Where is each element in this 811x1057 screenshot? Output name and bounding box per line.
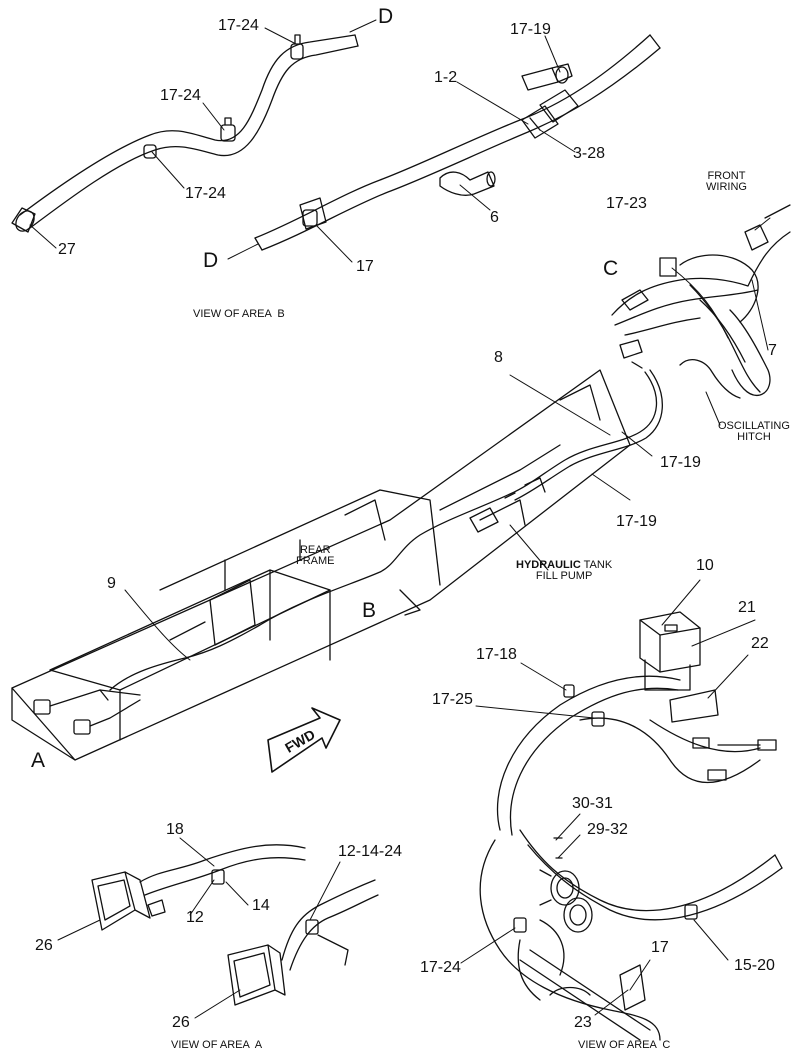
middle-leaders	[124, 217, 771, 661]
callout-30-31: 30-31	[572, 795, 613, 812]
area-b-fitting-1-2	[521, 89, 579, 139]
callout-23: 23	[574, 1014, 592, 1031]
view-area-a-label: VIEW OF AREA A	[171, 1039, 263, 1051]
area-b-clip-low	[143, 144, 157, 159]
callout-21: 21	[738, 599, 756, 616]
area-c-bracket-22	[669, 689, 777, 781]
fwd-arrow	[267, 707, 341, 773]
rear-frame	[11, 369, 631, 761]
front-wiring-label: FRONT WIRING	[706, 170, 747, 193]
callout-17-18: 17-18	[476, 646, 517, 663]
harness-8	[109, 369, 663, 691]
area-c-harness	[479, 675, 783, 1041]
marker-b: B	[362, 599, 377, 622]
callout-17-24-c: 17-24	[420, 959, 461, 976]
callout-12: 12	[186, 909, 204, 926]
callout-17-19-low: 17-19	[616, 513, 657, 530]
callout-9: 9	[107, 575, 116, 592]
callout-14: 14	[252, 897, 270, 914]
callout-22: 22	[751, 635, 769, 652]
callout-17-24-top: 17-24	[218, 17, 259, 34]
callout-17-24-mid: 17-24	[160, 87, 201, 104]
area-b-elbow-6	[439, 171, 496, 196]
callout-27: 27	[58, 241, 76, 258]
callout-1-2: 1-2	[434, 69, 458, 86]
callout-18: 18	[166, 821, 184, 838]
oscillating-hitch	[679, 254, 771, 399]
area-b-clip-mid	[220, 117, 236, 142]
marker-d-top: D	[378, 5, 394, 28]
callout-17-c: 17	[651, 939, 669, 956]
hydraulic-tank-fill-pump	[469, 477, 546, 533]
callout-6: 6	[490, 209, 499, 226]
area-b-hose-right	[254, 34, 661, 251]
view-area-c-label: VIEW OF AREA C	[578, 1039, 671, 1051]
callout-17-25: 17-25	[432, 691, 473, 708]
callout-17-19-top: 17-19	[510, 21, 551, 38]
area-a-upper-lamp	[91, 844, 306, 931]
callout-17-19-mid: 17-19	[660, 454, 701, 471]
rear-lamps	[33, 689, 141, 735]
area-a-lower-lamp	[227, 879, 379, 1006]
marker-c: C	[603, 257, 619, 280]
marker-d-bottom: D	[203, 249, 219, 272]
area-b-clip-top	[290, 34, 304, 60]
view-area-b-label: VIEW OF AREA B	[193, 308, 285, 320]
callout-7: 7	[768, 342, 777, 359]
hydraulic-tank-label: HYDRAULIC TANK FILL PUMP	[516, 559, 613, 582]
callout-10: 10	[696, 557, 714, 574]
rear-frame-label: REAR FRAME	[296, 544, 335, 567]
oscillating-hitch-label: OSCILLATING HITCH	[718, 420, 790, 443]
callout-15-20: 15-20	[734, 957, 775, 974]
callout-17: 17	[356, 258, 374, 275]
area-c-leaders	[460, 579, 756, 1016]
area-c-connectors	[539, 869, 593, 933]
callout-29-32: 29-32	[587, 821, 628, 838]
area-c-module-10-21	[639, 611, 701, 691]
callout-12-14-24: 12-14-24	[338, 843, 403, 860]
area-b-clamp-17-19	[521, 63, 573, 91]
area-b-hose-left	[11, 34, 359, 233]
callout-26-a: 26	[35, 937, 53, 954]
area-b-leaders	[29, 19, 576, 263]
callout-26-b: 26	[172, 1014, 190, 1031]
area-a-leaders	[57, 837, 341, 1019]
callout-3-28: 3-28	[573, 145, 606, 162]
marker-a: A	[31, 749, 46, 772]
callout-17-24-low: 17-24	[185, 185, 226, 202]
front-wiring-harness	[611, 204, 791, 369]
area-c-clamps	[513, 684, 698, 1011]
callout-8: 8	[494, 349, 503, 366]
callout-17-23: 17-23	[606, 195, 647, 212]
